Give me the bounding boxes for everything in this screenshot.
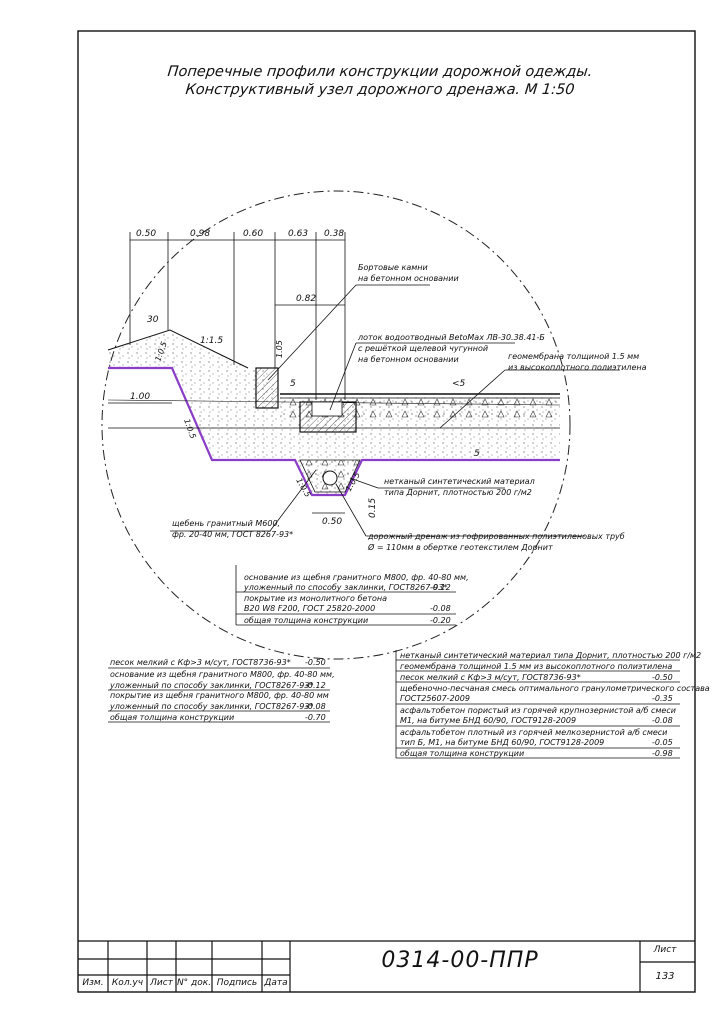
dim-105: 1.05 <box>275 340 284 358</box>
doc-number: 0314-00-ППР <box>381 948 539 973</box>
callout-geomembrane-1: геомембрана толщиной 1.5 мм <box>508 352 639 361</box>
spec-center-row1-line1: основание из щебня гранитного М800, фр. … <box>244 573 469 582</box>
sheet-label: Лист <box>653 945 677 955</box>
callout-gravel-2: фр. 20-40 мм, ГОСТ 8267-93* <box>172 530 293 539</box>
spec-left-row1-value: -0.50 <box>305 658 326 667</box>
dim-top-2: 0.98 <box>190 229 210 239</box>
spec-right-row5-line2: М1, на битуме БНД 60/90, ГОСТ9128-2009 <box>400 716 576 725</box>
callout-geotextile-2: типа Дорнит, плотностью 200 г/м2 <box>384 488 532 497</box>
tb-data: Дата <box>264 978 288 988</box>
dim-top-3: 0.60 <box>243 229 263 239</box>
sheet-number: 133 <box>655 971 675 982</box>
tb-ndok: N° док. <box>176 978 212 988</box>
spec-center-row3-value: -0.20 <box>430 616 451 625</box>
spec-right <box>395 650 680 759</box>
tb-list: Лист <box>150 978 173 988</box>
spec-right-row4-line2: ГОСТ25607-2009 <box>400 694 470 703</box>
spec-left-row4-value: -0.70 <box>305 713 326 722</box>
callout-gravel-1: щебень гранитный М600, <box>172 519 280 528</box>
spec-left-row2-value: -0.12 <box>305 681 326 690</box>
dim-top-5: 0.38 <box>324 229 344 239</box>
callout-tray-3: на бетонном основании <box>358 355 459 364</box>
spec-center-row2-line2: В20 W8 F200, ГОСТ 25820-2000 <box>244 604 375 613</box>
spec-right-row4-value: -0.35 <box>652 694 673 703</box>
callout-drain-1: дорожный дренаж из гофрированных полиэти… <box>367 532 625 541</box>
spec-left-row1: песок мелкий с Кф>3 м/сут, ГОСТ8736-93* <box>110 658 291 667</box>
spec-left-row2-line1: основание из щебня гранитного М800, фр. … <box>110 670 335 679</box>
spec-right-row7: общая толщина конструкции <box>400 749 524 758</box>
spec-right-row6-line1: асфальтобетон плотный из горячей мелкозе… <box>400 728 667 737</box>
spec-center-row3: общая толщина конструкции <box>244 616 368 625</box>
callout-geotextile-1: нетканый синтетический материал <box>384 477 535 486</box>
callout-tray-2: с решёткой щелевой чугунной <box>358 344 488 353</box>
spec-center <box>235 565 456 626</box>
spec-center-row2-line1: покрытие из монолитного бетона <box>244 594 387 603</box>
callout-leaders <box>170 284 620 537</box>
spec-left-row3-value: -0.08 <box>305 702 326 711</box>
geomembrane-line <box>108 366 560 497</box>
dim-015: 0.15 <box>368 498 378 518</box>
spec-right-row2: геомембрана толщиной 1.5 мм из высокопло… <box>400 662 672 671</box>
spec-right-row7-value: -0.98 <box>652 749 673 758</box>
detail-circle <box>101 190 571 660</box>
spec-left-row3-line2: уложенный по способу заклинки, ГОСТ8267-… <box>109 702 313 711</box>
spec-left-row2-line2: уложенный по способу заклинки, ГОСТ8267-… <box>109 681 313 690</box>
spec-center-row2-value: -0.08 <box>430 604 451 613</box>
callout-geomembrane-2: из высокоплотного полиэтилена <box>508 363 647 372</box>
slope-5-a: 5 <box>290 379 296 389</box>
spec-center-row1-value: -0.12 <box>430 583 451 592</box>
spec-center-row1-line2: уложенный по способу заклинки, ГОСТ8267-… <box>243 583 447 592</box>
drain-pipe <box>322 470 338 486</box>
callout-drain-2: Ø = 110мм в обертке геотекстилем Дорнит <box>367 542 553 552</box>
spec-right-row3: песок мелкий с Кф>3 м/сут, ГОСТ8736-93* <box>400 673 581 682</box>
road-section <box>107 329 561 497</box>
top-dimension-chain <box>129 232 346 400</box>
tb-podpis: Подпись <box>216 978 258 988</box>
spec-right-row5-line1: асфальтобетон пористый из горячей крупно… <box>400 706 676 715</box>
sheet-frame <box>77 30 696 993</box>
curb-stone <box>255 367 279 409</box>
title-block <box>78 940 695 992</box>
spec-right-row3-value: -0.50 <box>652 673 673 682</box>
spec-left-row3-line1: покрытие из щебня гранитного М800, фр. 4… <box>110 691 329 700</box>
spec-right-row1: нетканый синтетический материал типа Дор… <box>400 651 701 660</box>
slope-5-c: 5 <box>474 449 480 459</box>
dim-top-1: 0.50 <box>136 229 156 239</box>
spec-right-row6-line2: тип Б, М1, на битуме БНД 60/90, ГОСТ9128… <box>400 738 604 747</box>
callout-curb-2: на бетонном основании <box>358 274 459 283</box>
dim-top-4: 0.63 <box>288 229 308 239</box>
spec-right-row5-value: -0.08 <box>652 716 673 725</box>
spec-right-row6-value: -0.05 <box>652 738 673 747</box>
tb-kol: Кол.уч <box>111 978 144 988</box>
callout-tray-1: лоток водоотводный BetoMax ЛВ-30.38.41-Б <box>357 333 545 342</box>
slope-30: 30 <box>147 315 159 325</box>
dim-100: 1.00 <box>130 392 150 402</box>
dim-082: 0.82 <box>296 294 316 304</box>
spec-left-row4: общая толщина конструкции <box>110 713 234 722</box>
dim-050: 0.50 <box>322 517 342 527</box>
slope-15: 1:1.5 <box>200 336 223 346</box>
spec-right-row4-line1: щебеночно-песчаная смесь оптимального гр… <box>400 684 710 693</box>
slope-5-b: <5 <box>452 379 466 389</box>
spec-left <box>108 667 330 723</box>
callout-curb-1: Бортовые камни <box>358 263 428 272</box>
tb-izm: Изм. <box>82 978 104 988</box>
